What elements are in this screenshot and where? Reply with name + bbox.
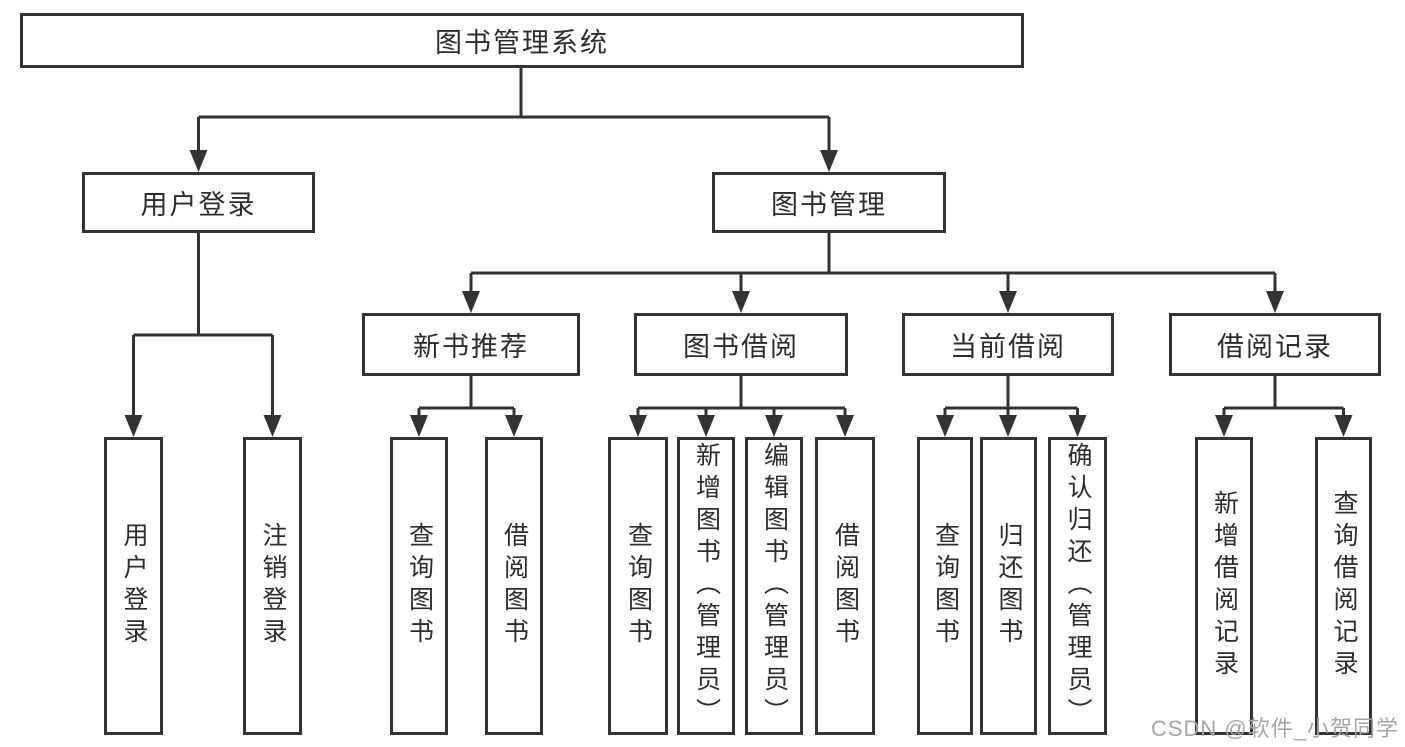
- node-label: 归还图书: [995, 522, 1023, 650]
- node-leaf-records-add: 新增借阅记录: [1195, 437, 1253, 735]
- node-borrow-records: 借阅记录: [1169, 313, 1381, 376]
- node-label: 查询图书: [931, 522, 960, 650]
- node-label: 确认归还（管理员）: [1064, 442, 1092, 730]
- node-label: 当前借阅: [950, 332, 1066, 362]
- node-label: 图书管理系统: [435, 28, 609, 58]
- node-label: 新书推荐: [413, 332, 529, 362]
- node-label: 新增借阅记录: [1210, 490, 1239, 682]
- node-label: 借阅图书: [500, 522, 529, 650]
- node-label: 借阅记录: [1217, 332, 1333, 362]
- node-label: 查询图书: [405, 522, 434, 650]
- node-leaf-borrow-query: 查询图书: [608, 437, 668, 735]
- node-root-system: 图书管理系统: [20, 13, 1024, 68]
- node-book-management: 图书管理: [712, 172, 946, 233]
- node-leaf-current-query: 查询图书: [917, 437, 973, 735]
- node-leaf-current-confirm-admin: 确认归还（管理员）: [1048, 437, 1107, 735]
- node-label: 图书管理: [771, 190, 887, 220]
- node-label: 新增图书（管理员）: [692, 442, 721, 730]
- node-label: 查询借阅记录: [1330, 490, 1358, 682]
- node-current-borrow: 当前借阅: [902, 313, 1114, 376]
- node-leaf-current-return: 归还图书: [980, 437, 1037, 735]
- node-leaf-newbook-query: 查询图书: [390, 437, 448, 735]
- node-label: 用户登录: [140, 190, 257, 220]
- node-label: 图书借阅: [683, 332, 799, 362]
- csdn-watermark: CSDN @软件_小贺同学: [1150, 716, 1399, 741]
- node-new-book-recommend: 新书推荐: [362, 313, 580, 376]
- node-leaf-logout: 注销登录: [243, 437, 302, 735]
- node-label: 注销登录: [259, 522, 287, 650]
- node-label: 查询图书: [624, 522, 653, 650]
- node-label: 编辑图书（管理员）: [760, 442, 789, 730]
- node-leaf-user-login: 用户登录: [104, 437, 163, 735]
- node-leaf-borrow-do: 借阅图书: [815, 437, 875, 735]
- node-leaf-borrow-add-admin: 新增图书（管理员）: [677, 437, 735, 735]
- node-label: 借阅图书: [831, 522, 860, 650]
- node-leaf-newbook-borrow: 借阅图书: [485, 437, 543, 735]
- node-leaf-borrow-edit-admin: 编辑图书（管理员）: [745, 437, 803, 735]
- node-leaf-records-query: 查询借阅记录: [1315, 437, 1372, 735]
- node-label: 用户登录: [120, 522, 148, 650]
- node-user-login: 用户登录: [82, 172, 315, 233]
- node-book-borrow: 图书借阅: [634, 313, 848, 376]
